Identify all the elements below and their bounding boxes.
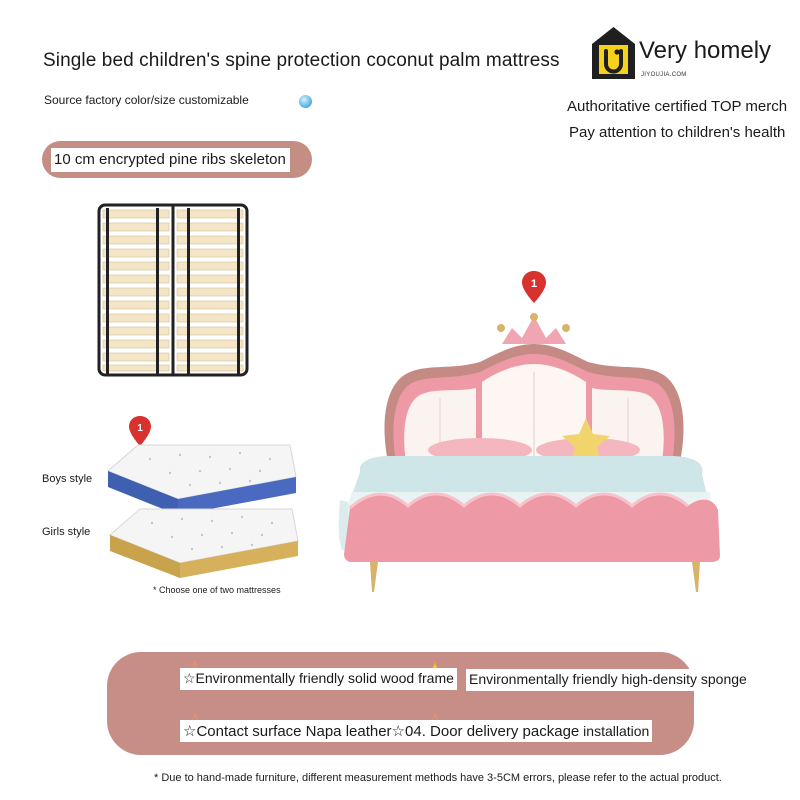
boys-style-label: Boys style	[42, 473, 93, 485]
feature-sponge: Environmentally friendly high-density sp…	[466, 669, 750, 691]
slat-frame-image	[97, 203, 249, 377]
feature-tail: high-density sponge	[617, 671, 747, 687]
feature-label: ☆Contact surface Napa leather☆04. Door d…	[183, 723, 580, 740]
feature-label: Environmentally friendly	[469, 671, 618, 687]
pin-number: 1	[137, 423, 143, 434]
girls-style-label: Girls style	[42, 526, 91, 538]
faint-text-row-top	[44, 38, 344, 46]
droplet-icon	[299, 95, 312, 108]
map-pin-icon: 1	[129, 416, 151, 446]
mattress-options-image	[107, 444, 299, 578]
page-title: Single bed children's spine protection c…	[43, 50, 560, 71]
authority-line-1: Authoritative certified TOP merch	[567, 98, 788, 115]
feature-label: ☆Environmentally friendly	[183, 670, 345, 686]
feature-tail: solid wood frame	[344, 670, 454, 686]
ribs-label: 10 cm encrypted pine ribs skeleton	[51, 148, 290, 172]
measurement-footnote: * Due to hand-made furniture, different …	[154, 772, 722, 784]
brand-logo-icon	[592, 27, 635, 79]
feature-solid-wood: ☆Environmentally friendly solid wood fra…	[180, 668, 457, 690]
map-pin-icon: 1	[522, 271, 546, 303]
princess-bed-image	[338, 313, 720, 592]
faint-text-row-sub	[44, 84, 314, 92]
brand-name: Very homely	[639, 37, 772, 64]
feature-tail: installation	[579, 723, 650, 739]
authority-line-2: Pay attention to children's health	[569, 124, 786, 141]
customization-note: Source factory color/size customizable	[44, 93, 249, 107]
brand-url: JIYOUJIA.COM	[641, 72, 687, 78]
pin-number: 1	[531, 278, 537, 290]
feature-napa-delivery: ☆Contact surface Napa leather☆04. Door d…	[180, 720, 653, 742]
choose-mattress-note: * Choose one of two mattresses	[153, 585, 281, 595]
